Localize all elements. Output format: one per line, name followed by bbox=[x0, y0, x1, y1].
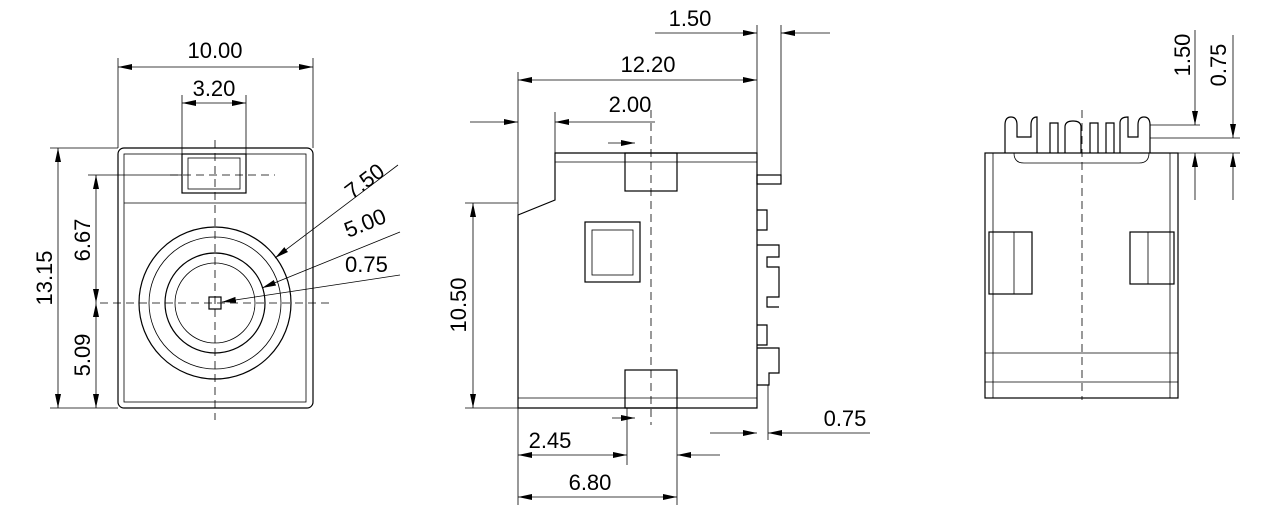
dim-slot-offset: 2.00 bbox=[609, 92, 652, 117]
dim-height: 13.15 bbox=[32, 250, 57, 305]
dim-upper-height: 6.67 bbox=[70, 219, 95, 262]
end-view: 1.50 0.75 bbox=[984, 30, 1240, 400]
dim-pin-height: 1.50 bbox=[1170, 34, 1195, 77]
dim-dia-pin: 0.75 bbox=[345, 252, 388, 277]
dim-dia-outer: 7.50 bbox=[340, 158, 389, 204]
dim-width: 10.00 bbox=[187, 38, 242, 63]
dim-pin-thickness: 0.75 bbox=[824, 406, 867, 431]
dim-length: 12.20 bbox=[620, 52, 675, 77]
side-view: 1.50 12.20 2.00 10.50 2.45 6.80 0.75 bbox=[446, 6, 870, 505]
dim-bottom-span: 6.80 bbox=[569, 470, 612, 495]
dim-slot-width: 3.20 bbox=[193, 76, 236, 101]
front-view: 10.00 3.20 13.15 6.67 5.09 7.50 5.00 0.7… bbox=[32, 38, 401, 420]
dim-pin-offset: 1.50 bbox=[669, 6, 712, 31]
dim-lower-height: 5.09 bbox=[70, 334, 95, 377]
dim-pin-thickness: 0.75 bbox=[1206, 44, 1231, 87]
dim-dia-mid: 5.00 bbox=[341, 203, 390, 242]
dim-height: 10.50 bbox=[446, 277, 471, 332]
dim-bottom-offset: 2.45 bbox=[529, 428, 572, 453]
